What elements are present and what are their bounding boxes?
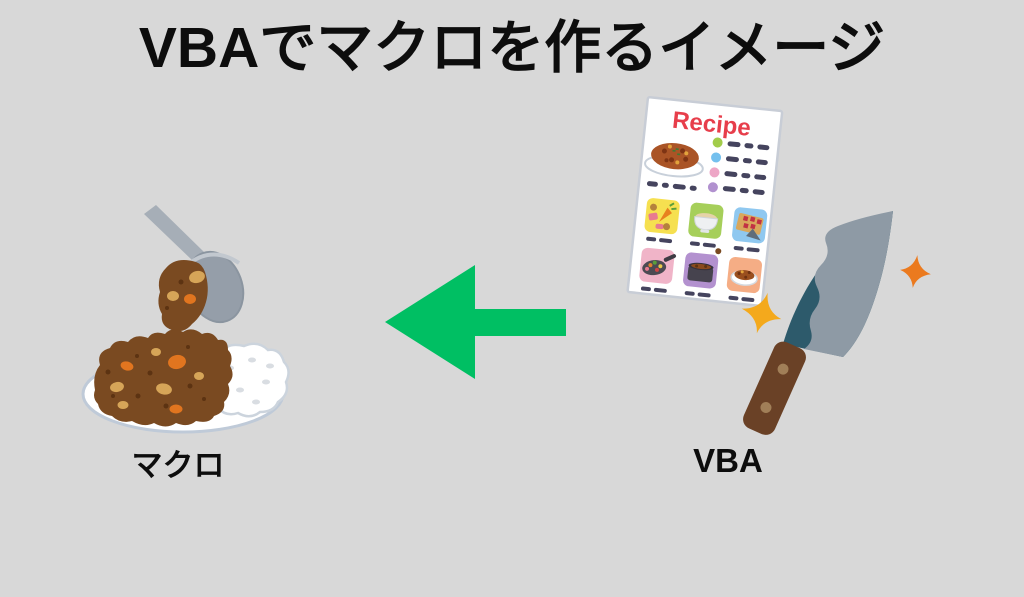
- curry-rice-icon: [81, 329, 290, 434]
- knife-edge: [804, 211, 893, 357]
- bullet-dot: [707, 182, 718, 193]
- ladle-rim: [188, 252, 241, 265]
- text-lines: [646, 141, 770, 195]
- sparkle-yellow-icon: [741, 292, 782, 334]
- step-caption-lines: [640, 236, 760, 303]
- curry-chunks: [110, 348, 204, 414]
- step3-cutting-doodle: [735, 213, 764, 241]
- knife-handle: [743, 341, 806, 435]
- bullet-dot: [711, 152, 722, 163]
- step4-pan-doodle: [642, 254, 677, 276]
- ingredient-list: [646, 137, 770, 195]
- curry-mound: [94, 329, 233, 427]
- knife-rivet: [760, 401, 772, 413]
- step5-pot-doodle: [687, 248, 722, 283]
- recipe-steps: [639, 198, 768, 303]
- ladle-handle: [144, 205, 204, 261]
- bullet-dot: [709, 167, 720, 178]
- sparkle-orange-icon: [900, 255, 931, 288]
- page-title: VBAでマクロを作るイメージ: [138, 16, 886, 80]
- curry-pour-chunks: [165, 270, 205, 310]
- recipe-dish-icon: [644, 142, 704, 178]
- label-vba: VBA: [693, 442, 763, 479]
- knife-rivet: [777, 363, 789, 375]
- step1-ingredients-doodle: [648, 202, 677, 231]
- step6-plate-doodle: [730, 269, 758, 286]
- curry-speckles: [105, 345, 206, 409]
- label-macro: マクロ: [131, 448, 225, 483]
- bullet-dot: [712, 137, 723, 148]
- left-arrow-icon: [385, 265, 566, 379]
- recipe-card: Recipe: [626, 95, 784, 308]
- step2-bowl-doodle: [694, 213, 719, 233]
- chef-knife-icon: [743, 211, 893, 435]
